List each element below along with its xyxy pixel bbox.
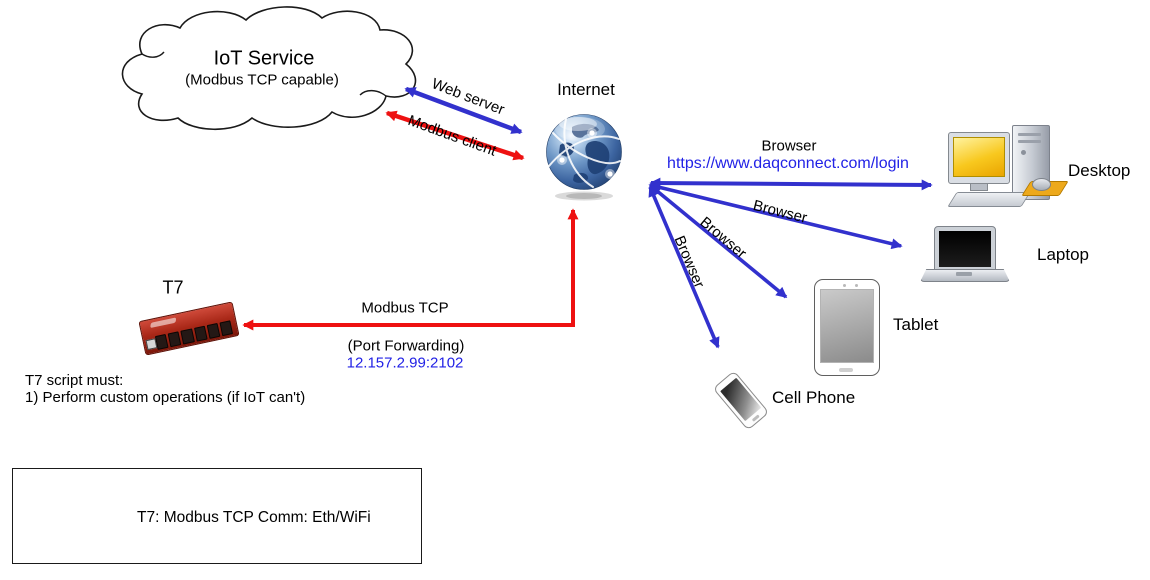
legend-item-label: T7: Modbus TCP Comm: Eth/WiFi xyxy=(137,509,371,527)
cloud-inner-arc-left xyxy=(141,51,165,58)
port-forwarding-label: (Port Forwarding) xyxy=(347,337,465,355)
browser-tablet-label: Browser xyxy=(696,213,750,263)
iot-service-subtitle: (Modbus TCP capable) xyxy=(185,71,339,89)
browser-desktop-arrow xyxy=(649,177,933,191)
desktop-mouse xyxy=(1032,178,1051,191)
cell-phone-label: Cell Phone xyxy=(772,388,856,408)
desktop-keyboard xyxy=(947,192,1031,207)
tablet-label: Tablet xyxy=(893,315,939,335)
cloud-inner-arc-right xyxy=(359,89,387,97)
t7-terminal-blocks xyxy=(154,320,234,350)
laptop-lid xyxy=(934,226,996,271)
browser-desktop-label: Browser xyxy=(761,137,817,155)
t7-script-note-line2: 1) Perform custom operations (if IoT can… xyxy=(25,389,306,406)
iot-service-title: IoT Service xyxy=(213,47,315,70)
laptop-label: Laptop xyxy=(1037,245,1089,265)
laptop-icon xyxy=(920,226,1010,282)
internet-label: Internet xyxy=(557,80,615,100)
port-forwarding-address: 12.157.2.99:2102 xyxy=(346,354,464,372)
desktop-label: Desktop xyxy=(1068,161,1131,181)
desktop-icon xyxy=(947,120,1069,208)
modbus-tcp-label: Modbus TCP xyxy=(361,299,449,317)
t7-board xyxy=(138,301,240,356)
browser-laptop-label: Browser xyxy=(751,196,809,227)
cell-phone-body xyxy=(712,370,770,431)
desktop-monitor xyxy=(948,132,1010,184)
tablet-icon xyxy=(814,279,880,376)
legend-box xyxy=(12,468,422,564)
modbus-client-label: Modbus client xyxy=(405,112,499,160)
internet-globe-icon xyxy=(546,114,622,201)
web-server-label: Web server xyxy=(429,75,507,119)
cell-phone-icon xyxy=(708,369,772,431)
t7-silkscreen xyxy=(150,317,177,329)
t7-script-note: T7 script must: 1) Perform custom operat… xyxy=(25,372,305,406)
tablet-screen xyxy=(820,289,874,363)
cell-phone-screen xyxy=(719,378,761,422)
t7-label: T7 xyxy=(162,277,184,298)
browser-desktop-url: https://www.daqconnect.com/login xyxy=(667,154,909,172)
t7-device-icon xyxy=(136,298,242,360)
t7-script-note-line1: T7 script must: xyxy=(25,372,124,389)
browser-phone-label: Browser xyxy=(670,233,708,291)
